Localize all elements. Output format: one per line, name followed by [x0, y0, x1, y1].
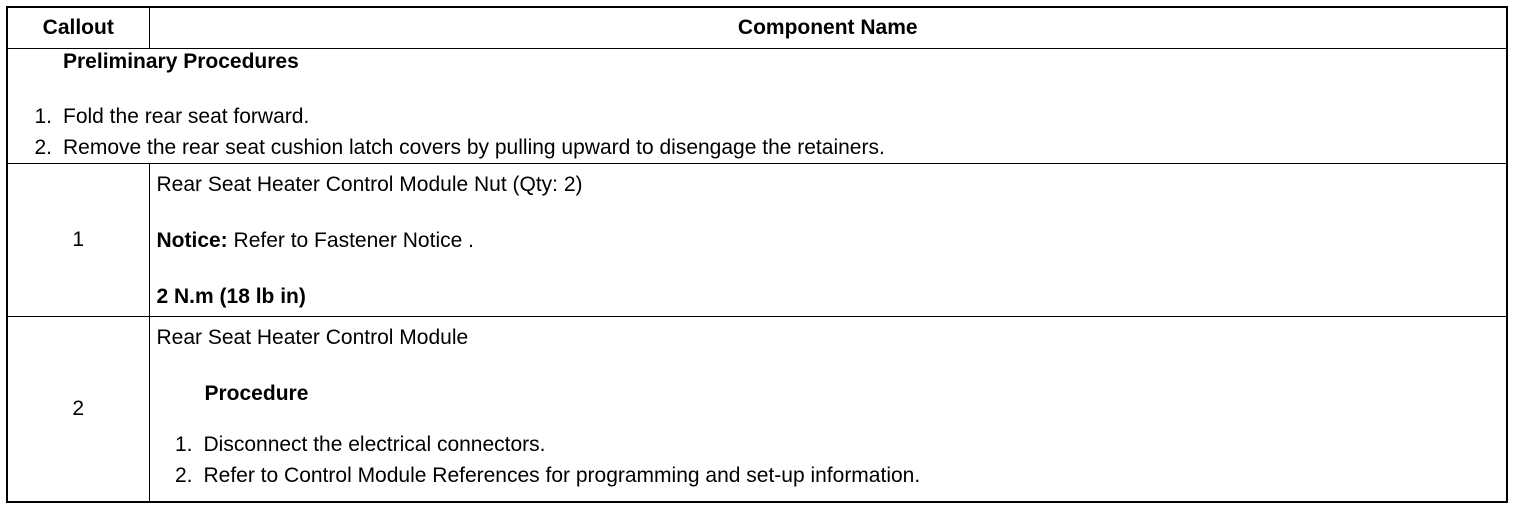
list-item: 1. Fold the rear seat forward. — [8, 101, 1506, 132]
component-table: Callout Component Name Preliminary Proce… — [6, 6, 1508, 503]
callout-header: Callout — [6, 6, 150, 49]
callout-number: 2 — [6, 316, 150, 502]
component-name: Rear Seat Heater Control Module — [156, 326, 469, 349]
step-text: Refer to Control Module References for p… — [203, 464, 921, 487]
preliminary-row: Preliminary Procedures 1. Fold the rear s… — [6, 48, 1508, 164]
component-cell: Rear Seat Heater Control Module Nut (Qty… — [148, 163, 1508, 317]
preliminary-title: Preliminary Procedures — [63, 50, 299, 73]
procedure-steps: 1.Disconnect the electrical connectors. … — [157, 429, 1507, 491]
procedure-title: Procedure — [204, 382, 309, 405]
notice-label: Notice: — [156, 229, 228, 252]
step-text: Remove the rear seat cushion latch cover… — [63, 136, 885, 159]
list-item: 1. Disconnect the electrical connectors. — [157, 429, 1507, 460]
component-cell: Rear Seat Heater Control Module Procedur… — [148, 316, 1508, 502]
list-item: 2. Remove the rear seat cushion latch cov… — [8, 132, 1506, 163]
torque-spec: 2 N.m (18 lb in) — [156, 285, 306, 308]
table-row: 2 Rear Seat Heater Control Module Proced… — [6, 316, 1508, 502]
component-name: Rear Seat Heater Control Module Nut (Qty… — [156, 173, 583, 196]
step-number: 1. — [34, 105, 52, 128]
preliminary-steps: 1. Fold the rear seat forward. 2. Remove t… — [8, 101, 1506, 163]
header-row: Callout Component Name — [6, 6, 1508, 49]
preliminary-procedures: Preliminary Procedures 1. Fold the rear s… — [6, 48, 1508, 164]
step-number: 2. — [174, 464, 193, 487]
notice: Notice: Refer to Fastener Notice . — [157, 228, 1507, 254]
callout-number: 1 — [6, 163, 150, 317]
notice-text: Refer to Fastener Notice . — [227, 229, 474, 252]
step-number: 1. — [174, 433, 193, 456]
step-text: Fold the rear seat forward. — [63, 105, 310, 128]
step-text: Disconnect the electrical connectors. — [203, 433, 546, 456]
table-row: 1 Rear Seat Heater Control Module Nut (Q… — [6, 163, 1508, 317]
list-item: 2. Refer to Control Module References for… — [157, 460, 1507, 491]
component-name-header: Component Name — [148, 6, 1508, 49]
step-number: 2. — [34, 136, 52, 159]
